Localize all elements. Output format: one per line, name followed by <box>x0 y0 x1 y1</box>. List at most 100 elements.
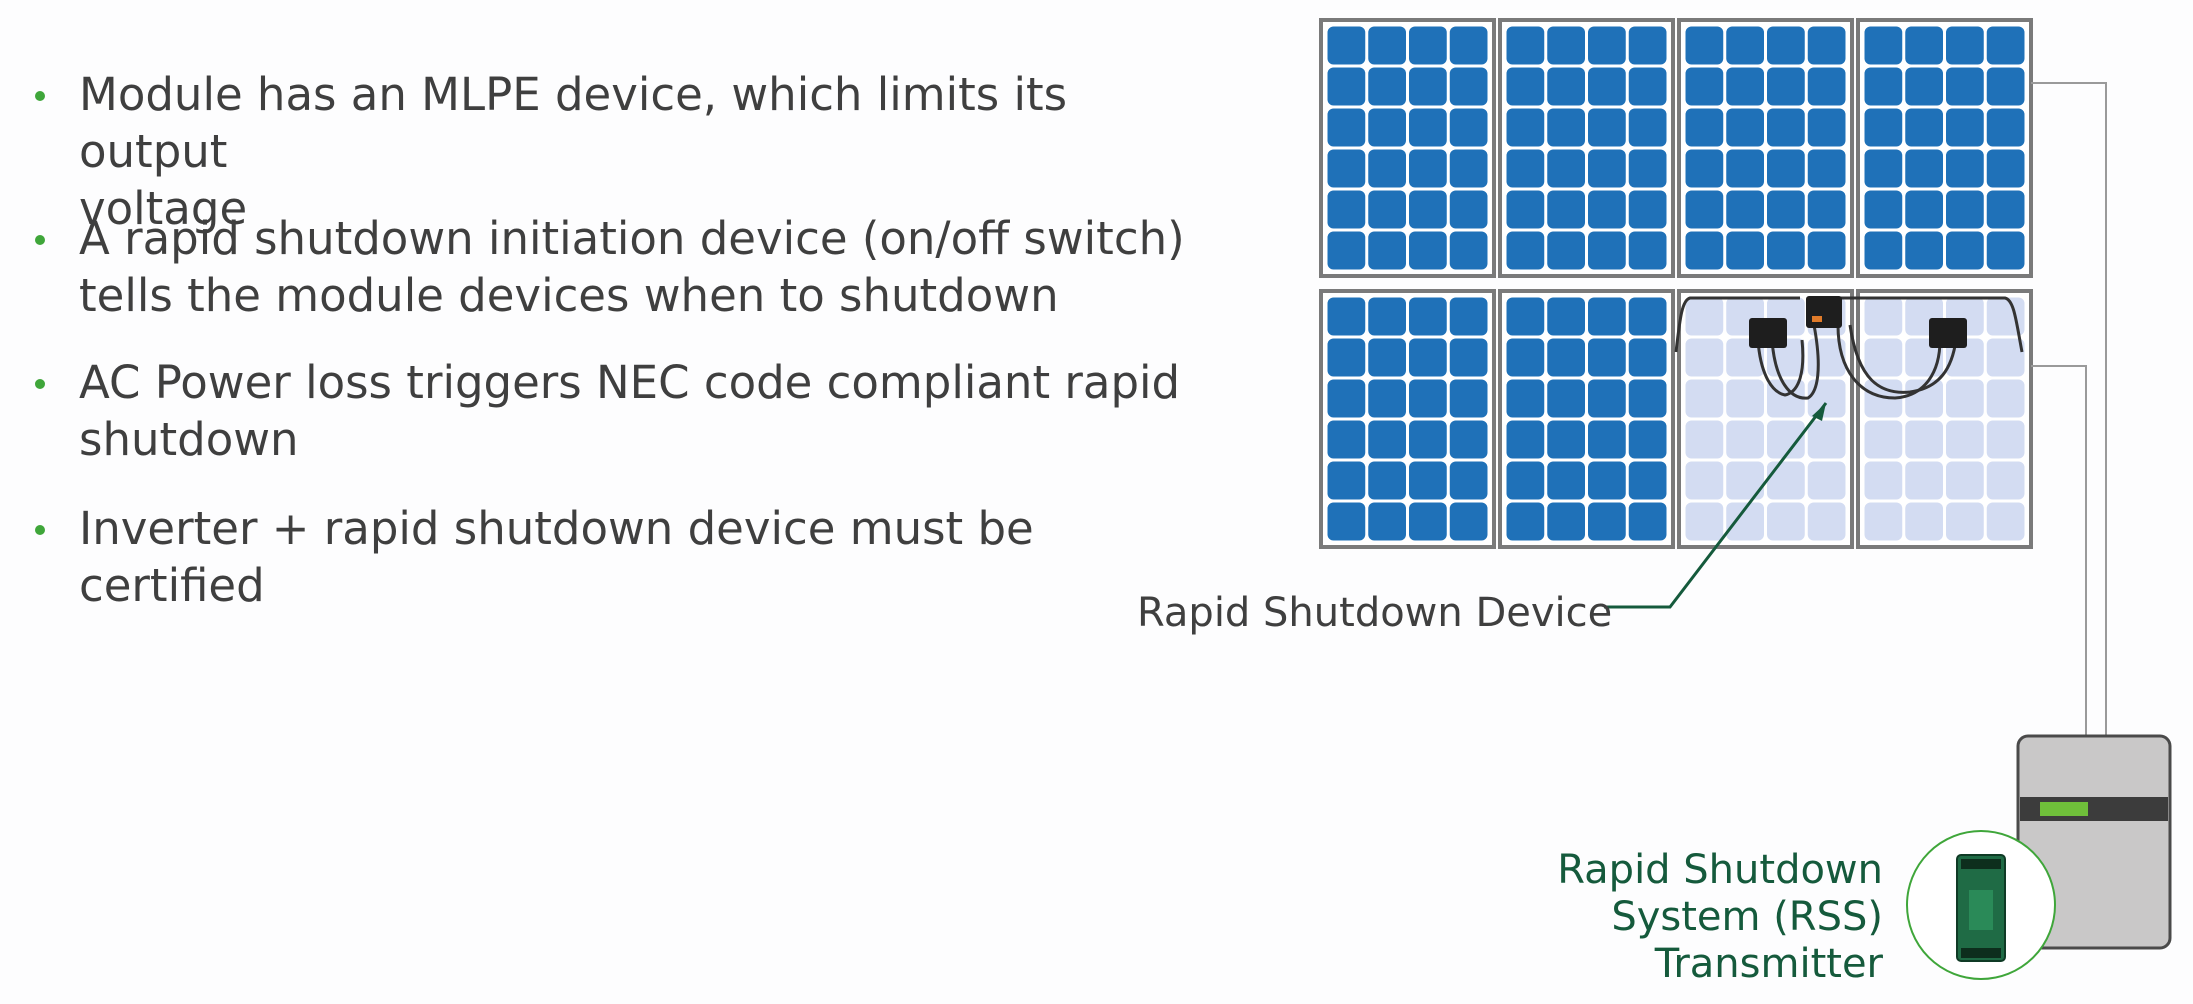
solar-panel-highlighted <box>1856 289 2033 549</box>
solar-cell <box>1547 379 1585 418</box>
solar-cell <box>1368 108 1406 147</box>
solar-cell <box>1409 420 1447 459</box>
solar-cell <box>1726 461 1764 500</box>
solar-cell <box>1547 149 1585 188</box>
solar-cell <box>1409 26 1447 65</box>
solar-cell <box>1547 231 1585 270</box>
solar-cell <box>1506 26 1545 65</box>
solar-cell <box>1685 190 1724 229</box>
solar-cell <box>1327 190 1366 229</box>
solar-cell <box>1547 461 1585 500</box>
solar-cell <box>1506 190 1545 229</box>
solar-cell <box>1726 108 1764 147</box>
solar-cell <box>1946 108 1984 147</box>
bullet-text-line2: tells the module devices when to shutdow… <box>79 269 1059 322</box>
rsd-arrowhead-icon <box>1812 403 1826 421</box>
solar-cell <box>1547 502 1585 541</box>
solar-cell <box>1449 108 1488 147</box>
solar-cell <box>1588 461 1626 500</box>
solar-cell <box>1685 502 1724 541</box>
solar-cell <box>1905 420 1943 459</box>
junction-box <box>1806 296 1842 328</box>
solar-cell <box>1685 26 1724 65</box>
solar-cell <box>1547 420 1585 459</box>
solar-cell <box>1449 26 1488 65</box>
solar-cell <box>1685 149 1724 188</box>
solar-cell <box>1327 108 1366 147</box>
bullet-item-certified: Inverter + rapid shutdown device must be… <box>35 500 1229 614</box>
bullet-item-mlpe: Module has an MLPE device, which limits … <box>35 66 1229 237</box>
solar-cell <box>1807 67 1846 106</box>
solar-cell <box>1905 149 1943 188</box>
solar-cell <box>1588 108 1626 147</box>
bullet-text-line1: Inverter + rapid shutdown device must be… <box>79 502 1034 612</box>
solar-cell <box>1449 502 1488 541</box>
solar-cell <box>1864 26 1903 65</box>
solar-cell <box>1409 149 1447 188</box>
solar-cell <box>1506 149 1545 188</box>
solar-cell <box>1864 461 1903 500</box>
rss-label-line3: Transmitter <box>1654 941 1883 987</box>
solar-cell <box>1986 108 2025 147</box>
bullet-text-line2: voltage <box>79 182 248 235</box>
solar-cell <box>1327 67 1366 106</box>
solar-cell <box>1409 338 1447 377</box>
solar-cell <box>1807 502 1846 541</box>
solar-cell <box>1864 502 1903 541</box>
solar-cell <box>1986 67 2025 106</box>
solar-panel-array <box>1319 18 2033 549</box>
solar-cell <box>1986 502 2025 541</box>
solar-cell <box>1946 231 1984 270</box>
solar-cell <box>1547 338 1585 377</box>
solar-cell <box>1506 67 1545 106</box>
solar-cell <box>1588 190 1626 229</box>
solar-cell <box>1327 461 1366 500</box>
solar-cell <box>1905 461 1943 500</box>
solar-cell <box>1685 231 1724 270</box>
solar-cell <box>1807 461 1846 500</box>
solar-cell <box>1368 231 1406 270</box>
bullet-text-line1: A rapid shutdown initiation device (on/o… <box>79 212 1185 265</box>
solar-panel <box>1856 18 2033 278</box>
panel-wiring <box>1674 82 2107 738</box>
rss-label-line2: System (RSS) <box>1611 894 1883 940</box>
solar-cell <box>1726 379 1764 418</box>
solar-cell <box>1726 190 1764 229</box>
solar-cell <box>1506 231 1545 270</box>
solar-cell <box>1327 297 1366 336</box>
solar-cell <box>1767 190 1805 229</box>
rss-inverter-box <box>2016 734 2172 950</box>
solar-cell <box>1628 149 1667 188</box>
solar-cell <box>1628 338 1667 377</box>
solar-panel <box>1498 18 1675 278</box>
solar-cell <box>1946 420 1984 459</box>
solar-cell <box>1726 149 1764 188</box>
solar-cell <box>1986 149 2025 188</box>
solar-cell <box>1327 379 1366 418</box>
solar-cell <box>1905 190 1943 229</box>
solar-cell <box>1506 338 1545 377</box>
solar-cell <box>1807 190 1846 229</box>
solar-cell <box>1409 67 1447 106</box>
solar-cell <box>1628 26 1667 65</box>
solar-cell <box>1905 108 1943 147</box>
solar-cell <box>1409 461 1447 500</box>
solar-cell <box>1767 231 1805 270</box>
solar-cell <box>1628 297 1667 336</box>
solar-panel <box>1498 289 1675 549</box>
solar-cell <box>1986 461 2025 500</box>
solar-cell <box>1628 461 1667 500</box>
solar-cell <box>1905 67 1943 106</box>
solar-cell <box>1409 190 1447 229</box>
solar-cell <box>1409 297 1447 336</box>
solar-cell <box>1767 461 1805 500</box>
solar-cell <box>1807 379 1846 418</box>
solar-cell <box>1767 149 1805 188</box>
solar-cell <box>1946 379 1984 418</box>
solar-cell <box>1588 67 1626 106</box>
solar-cell <box>1905 502 1943 541</box>
solar-cell <box>1547 190 1585 229</box>
solar-cell <box>1864 379 1903 418</box>
solar-cell <box>1449 231 1488 270</box>
